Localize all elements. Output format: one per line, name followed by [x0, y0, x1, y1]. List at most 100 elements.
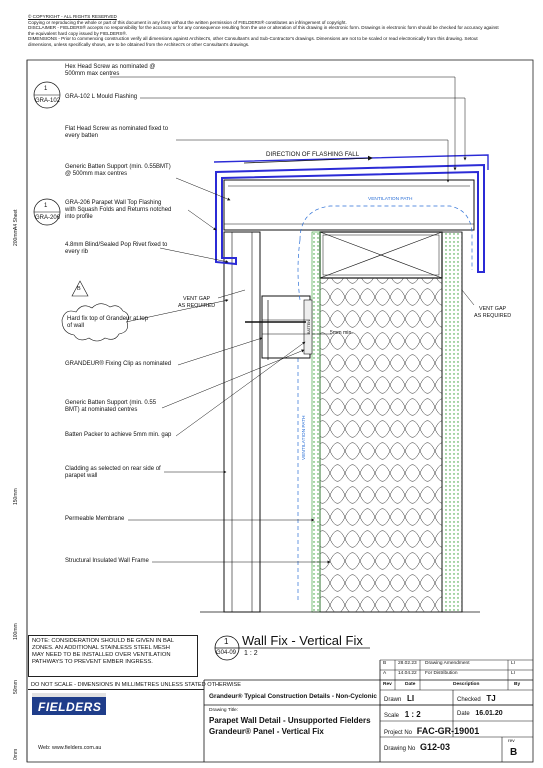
drawing-no-value: G12-03 [420, 742, 451, 752]
vent-gap-right: VENT GAP AS REQUIRED [474, 306, 511, 320]
copy-text: Copying or reproducing the whole or part… [28, 19, 347, 25]
side-200-label: 200mm [13, 229, 19, 246]
callout-hex-screw-1: Hex Head Screw as nominated @ [65, 64, 156, 70]
rev-a-code: A [383, 671, 387, 676]
rear-cladding [441, 231, 463, 613]
leader-hard-fix [125, 299, 229, 323]
side-0-label: 0mm [13, 748, 19, 760]
rev-b-desc: Drawing Amendment [425, 661, 470, 666]
rev-header-desc: Description [453, 682, 480, 687]
rev-a-date: 14.04.22 [398, 671, 417, 676]
drawn-cell: Drawn LI [384, 694, 414, 703]
scale-cell: Scale 1 : 2 [384, 710, 421, 719]
vent-gap-left: VENT GAP AS REQUIRED [178, 296, 215, 310]
callout-frame: Structural Insulated Wall Frame [65, 558, 149, 564]
side-50-label: 50mm [13, 680, 19, 694]
drawing-no-label: Drawing No [384, 746, 416, 752]
disclaimer-text-1: DISCLAIMER - FIELDERS® accepts no respon… [28, 25, 499, 31]
callout-top-flashing-1: GRA-206 Parapet Wall Top Flashing [65, 200, 162, 206]
rev-b-date: 28.02.23 [398, 661, 417, 666]
date-value: 16.01.20 [475, 710, 503, 717]
rev-b-code: B [383, 661, 387, 666]
drawing-ref-number: 1 [224, 637, 229, 646]
drawing-ref-scale: 1 : 2 [244, 650, 258, 657]
vent-gap-left-2: AS REQUIRED [178, 303, 216, 310]
rev-value: B [510, 747, 518, 758]
rev-header-rev: Rev [383, 682, 392, 687]
callout-mould: GRA-102 L Mould Flashing [65, 94, 138, 100]
callout-flat-screw-2: every batten [65, 133, 99, 140]
ref2-number: 1 [44, 203, 48, 209]
callout-rivet-2: every rib [65, 249, 89, 256]
series-title: Grandeur® Typical Construction Details -… [209, 693, 377, 700]
disclaimer-text-2: the equivalent hard copy issued by FIELD… [28, 30, 128, 36]
bal-note-line-2: ZONES. AN ADDITIONAL STAINLESS STEEL MES… [32, 645, 170, 651]
date-label: Date [457, 711, 470, 717]
rev-a-by: LI [511, 671, 516, 676]
side-sheet-label: A4 Sheet [13, 209, 19, 230]
rev-b-by: LI [511, 661, 516, 666]
drawing-no-cell: Drawing No G12-03 [384, 742, 450, 752]
batten-tag: BATTEN [307, 320, 311, 334]
drawing-ref-sheet: G04-09 [216, 650, 237, 656]
callout-cladding: Cladding as selected on rear side of par… [65, 466, 161, 480]
mould-flashing [213, 154, 489, 170]
fielders-logo-text: FIELDERS [38, 700, 102, 714]
fielders-logo-box [32, 693, 106, 715]
copyright-text: © COPYRIGHT - ALL RIGHTS RESERVED [28, 14, 117, 19]
leader-packer [175, 341, 306, 437]
callout-hex-screw-2: 500mm max centres [65, 71, 120, 78]
drawing-title-label: Drawing Title: [209, 708, 239, 713]
callout-flat-screw-1: Flat Head Screw as nominated fixed to [65, 126, 169, 132]
rev-a-desc: For Distribution [425, 671, 458, 676]
scale-value: 1 : 2 [404, 710, 421, 719]
leader-top-flash [187, 209, 217, 231]
leader-clip [177, 337, 263, 366]
callout-fixing-clip: GRANDEUR® Fixing Clip as nominated [65, 361, 172, 367]
side-150-label: 150mm [13, 488, 19, 505]
callout-membrane: Permeable Membrane [65, 516, 125, 522]
vent-gap-left-1: VENT GAP [182, 296, 211, 302]
project-label: Project No [384, 730, 413, 736]
ref1-code: GRA-102 [35, 98, 61, 104]
permeable-membrane [311, 231, 321, 613]
top-plate-inner [322, 234, 440, 276]
bal-note: NOTE: CONSIDERATION SHOULD BE GIVEN IN B… [28, 635, 198, 677]
batten-support [303, 299, 313, 355]
callout-top-flashing: GRA-206 Parapet Wall Top Flashing with S… [65, 200, 171, 222]
callout-flat-screw: Flat Head Screw as nominated fixed to ev… [65, 126, 168, 140]
fielders-logo-stripe [32, 693, 106, 697]
wall-frame [319, 231, 443, 613]
scale-label: Scale [384, 713, 400, 719]
leader-rivet [159, 247, 229, 263]
rev-header-by: By [514, 682, 521, 687]
side-100-label: 100mm [13, 623, 19, 640]
callout-rivet-1: 4.8mm Blind/Sealed Pop Rivet fixed to [65, 242, 168, 248]
rev-label: rev [508, 739, 515, 744]
bal-note-line-3: MAY NEED TO BE INSTALLED OVER VENTILATIO… [32, 652, 171, 658]
callout-batten-2: @ 500mm max centres [65, 171, 128, 178]
ref1-number: 1 [44, 86, 48, 92]
drawing-title-1: Parapet Wall Detail - Unsupported Fielde… [209, 716, 371, 725]
leader-hex-screw [110, 76, 457, 171]
revision-triangle [71, 280, 89, 297]
leader-vent-right [461, 289, 475, 306]
do-not-scale-note: DO NOT SCALE - DIMENSIONS IN MILLIMETRES… [28, 681, 241, 690]
vent-path-top [299, 205, 473, 270]
callout-batten2-1: Generic Batten Support (min. 0.55 [65, 400, 157, 406]
callout-hard-fix: Hard fix top of Grandeur at top of wall [67, 316, 148, 330]
date-cell: Date 16.01.20 [457, 710, 503, 717]
callout-batten2-2: BMT) at nominated centres [65, 407, 138, 414]
checked-label: Checked [457, 697, 481, 703]
project-cell: Project No FAC-GR-19001 [384, 726, 479, 736]
leader-batten [175, 177, 231, 201]
dimensions-text-1: DIMENSIONS - Prior to commencing constru… [28, 36, 478, 42]
vent-path-top-label: VENTILATION PATH [368, 197, 413, 202]
callout-top-flashing-2: with Squash Folds and Returns notched [65, 207, 172, 214]
ref2-code: GRA-206 [35, 215, 61, 221]
drawn-value: LI [407, 694, 415, 703]
drawing-ref-title: Wall Fix - Vertical Fix [242, 633, 363, 648]
callout-packer: Batten Packer to achieve 5mm min. gap [65, 432, 172, 438]
